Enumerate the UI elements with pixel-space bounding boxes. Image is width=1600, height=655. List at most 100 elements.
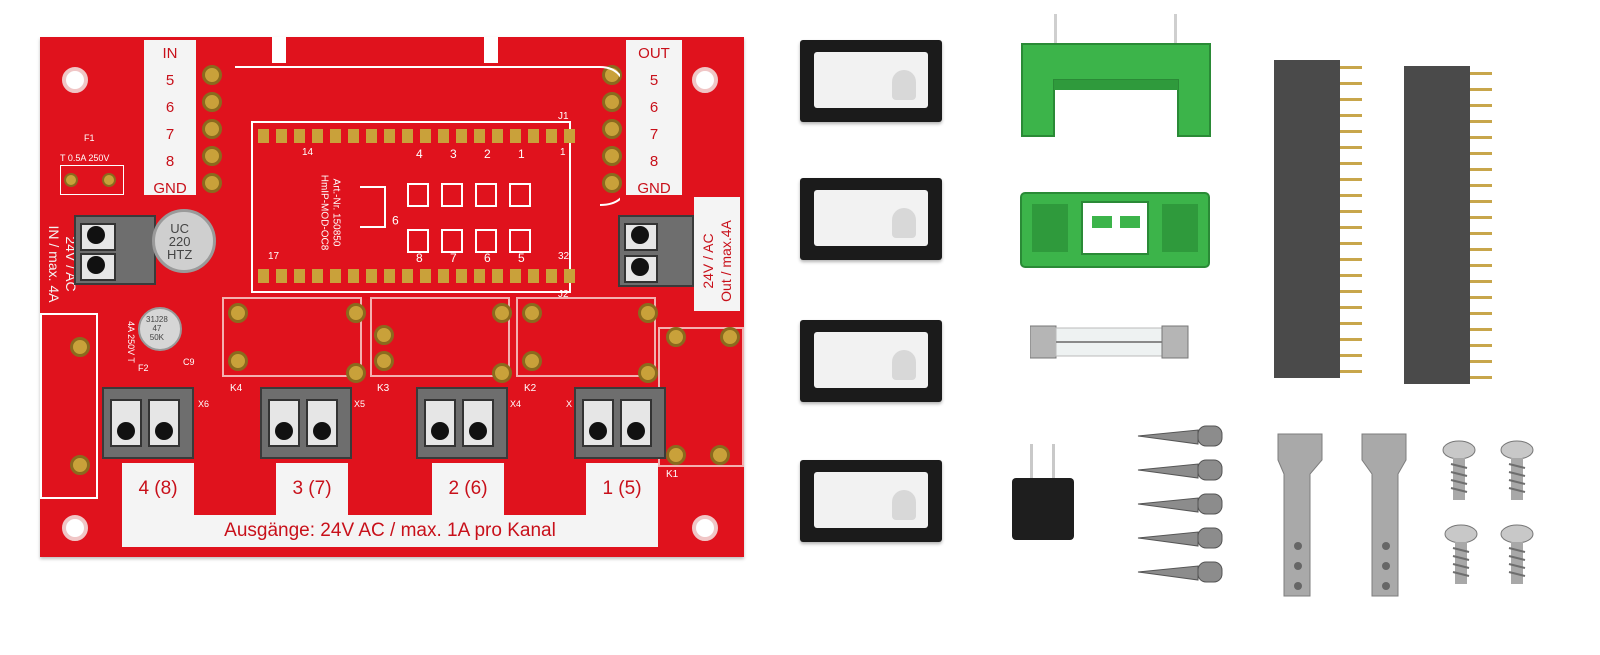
header-j2-pins — [258, 269, 576, 283]
screw-icon — [1500, 524, 1534, 584]
module-outline — [235, 37, 620, 293]
relay-label-k1: K1 — [666, 469, 679, 480]
in-pad — [202, 92, 222, 112]
small-capacitor: 31J28 47 50K — [138, 307, 182, 351]
terminal-slot — [110, 399, 142, 447]
in-pin-7: 7 — [165, 126, 175, 143]
relay-footprint-k3 — [370, 297, 510, 377]
output-spec-line1: 24V / AC — [700, 233, 716, 289]
terminal-slot — [462, 399, 494, 447]
terminal-slot — [80, 223, 116, 251]
fuse2-outline — [40, 313, 98, 499]
out-pad — [602, 92, 622, 112]
cap-small-text: 31J28 — [146, 315, 168, 324]
output-spec: 24V / AC Out / max.4A — [694, 197, 740, 311]
mounting-clip-icon — [1277, 433, 1323, 597]
header-j1-pins — [258, 129, 576, 143]
output-spec-line2: Out / max.4A — [718, 220, 734, 302]
fuse1-outline — [60, 165, 124, 195]
relay-pad — [228, 303, 248, 323]
cap-text: UC — [170, 221, 190, 236]
fuse1-pad — [102, 173, 116, 187]
out-pad — [602, 173, 622, 193]
relay-pad — [710, 445, 730, 465]
fuse-holder-top-icon — [1021, 14, 1211, 137]
digit-8: 8 — [416, 251, 423, 265]
fuse1-pad — [64, 173, 78, 187]
screw-icon — [1442, 440, 1476, 500]
digit-1: 1 — [518, 147, 525, 161]
input-terminal — [74, 215, 156, 285]
relay-pad — [720, 327, 740, 347]
channel-label-1: 1 (5) — [586, 463, 658, 515]
fuse2-pad — [70, 455, 90, 475]
cap-small-text: 47 — [152, 324, 162, 333]
fuse1-rating: T 0.5A 250V — [60, 153, 110, 163]
screw-icon — [1500, 440, 1534, 500]
fuse2-label: F2 — [138, 363, 149, 373]
mounting-clip-icon — [1361, 433, 1407, 597]
mounting-hole — [692, 515, 718, 541]
digit-4: 4 — [416, 147, 423, 161]
terminal-slot — [620, 399, 652, 447]
out-pin-7: 7 — [649, 126, 659, 143]
input-pin-labels: IN 5 6 7 8 GND — [144, 40, 196, 197]
pin-17-label: 17 — [268, 251, 280, 262]
terminal-label-x6: X6 — [198, 399, 210, 409]
relay-pad — [228, 351, 248, 371]
terminal-slot — [80, 253, 116, 281]
terminal-slot — [306, 399, 338, 447]
fuse2-pad — [70, 337, 90, 357]
digit-3: 3 — [450, 147, 457, 161]
digit-7: 7 — [450, 251, 457, 265]
out-pad — [602, 146, 622, 166]
in-pin-6: 6 — [165, 99, 175, 116]
fuse2-rating: 4A 250V T — [125, 321, 136, 363]
header-j2-label: J2 — [558, 289, 569, 300]
header-j1-label: J1 — [558, 111, 569, 122]
out-pin-gnd: GND — [637, 180, 671, 197]
out-pin-5: 5 — [649, 72, 659, 89]
out-pin-6: 6 — [649, 99, 659, 116]
relay-pad — [346, 303, 366, 323]
cap-small-text: 50K — [149, 333, 165, 342]
mounting-hole — [62, 515, 88, 541]
terminal-slot — [582, 399, 614, 447]
terminal-label-x5: X5 — [354, 399, 366, 409]
cap-text: 220 — [168, 234, 191, 249]
out-pad — [602, 65, 622, 85]
out-label: OUT — [638, 45, 670, 62]
relay-pad — [522, 351, 542, 371]
in-pad — [202, 119, 222, 139]
terminal-slot — [268, 399, 300, 447]
channel-label-3: 3 (7) — [276, 463, 348, 515]
glass-fuse-icon — [1030, 325, 1189, 359]
output-terminal — [618, 215, 694, 287]
channel-label-2: 2 (6) — [432, 463, 504, 515]
in-pad — [202, 173, 222, 193]
pcb-board: IN 5 6 7 8 GND OUT 5 6 7 8 GND — [40, 37, 744, 557]
article-number: Art.-Nr. 150850 — [330, 178, 342, 247]
relay-part — [800, 178, 942, 260]
module-name: HmIP-MOD-OC8 — [318, 174, 330, 251]
in-pad — [202, 146, 222, 166]
relay-pad — [522, 303, 542, 323]
pin-32-label: 32 — [558, 251, 570, 262]
header-pins — [1470, 72, 1492, 390]
relay-pad — [638, 363, 658, 383]
cap-text: HTZ — [167, 247, 193, 262]
pin-header-strip — [1274, 60, 1340, 378]
header-pins — [1340, 66, 1362, 384]
output-pin-labels: OUT 5 6 7 8 GND — [626, 40, 682, 197]
mounting-hole — [62, 67, 88, 93]
channel-terminal-4 — [102, 387, 194, 459]
in-label: IN — [162, 45, 178, 62]
in-pin-8: 8 — [165, 153, 175, 170]
screw-icon — [1444, 524, 1478, 584]
relay-part — [800, 40, 942, 122]
in-pin-5: 5 — [165, 72, 175, 89]
relay-pad — [374, 325, 394, 345]
input-spec-line2: IN / max. 4A — [46, 225, 62, 303]
relay-footprint-k2 — [516, 297, 656, 377]
relay-label-k2: K2 — [524, 383, 537, 394]
